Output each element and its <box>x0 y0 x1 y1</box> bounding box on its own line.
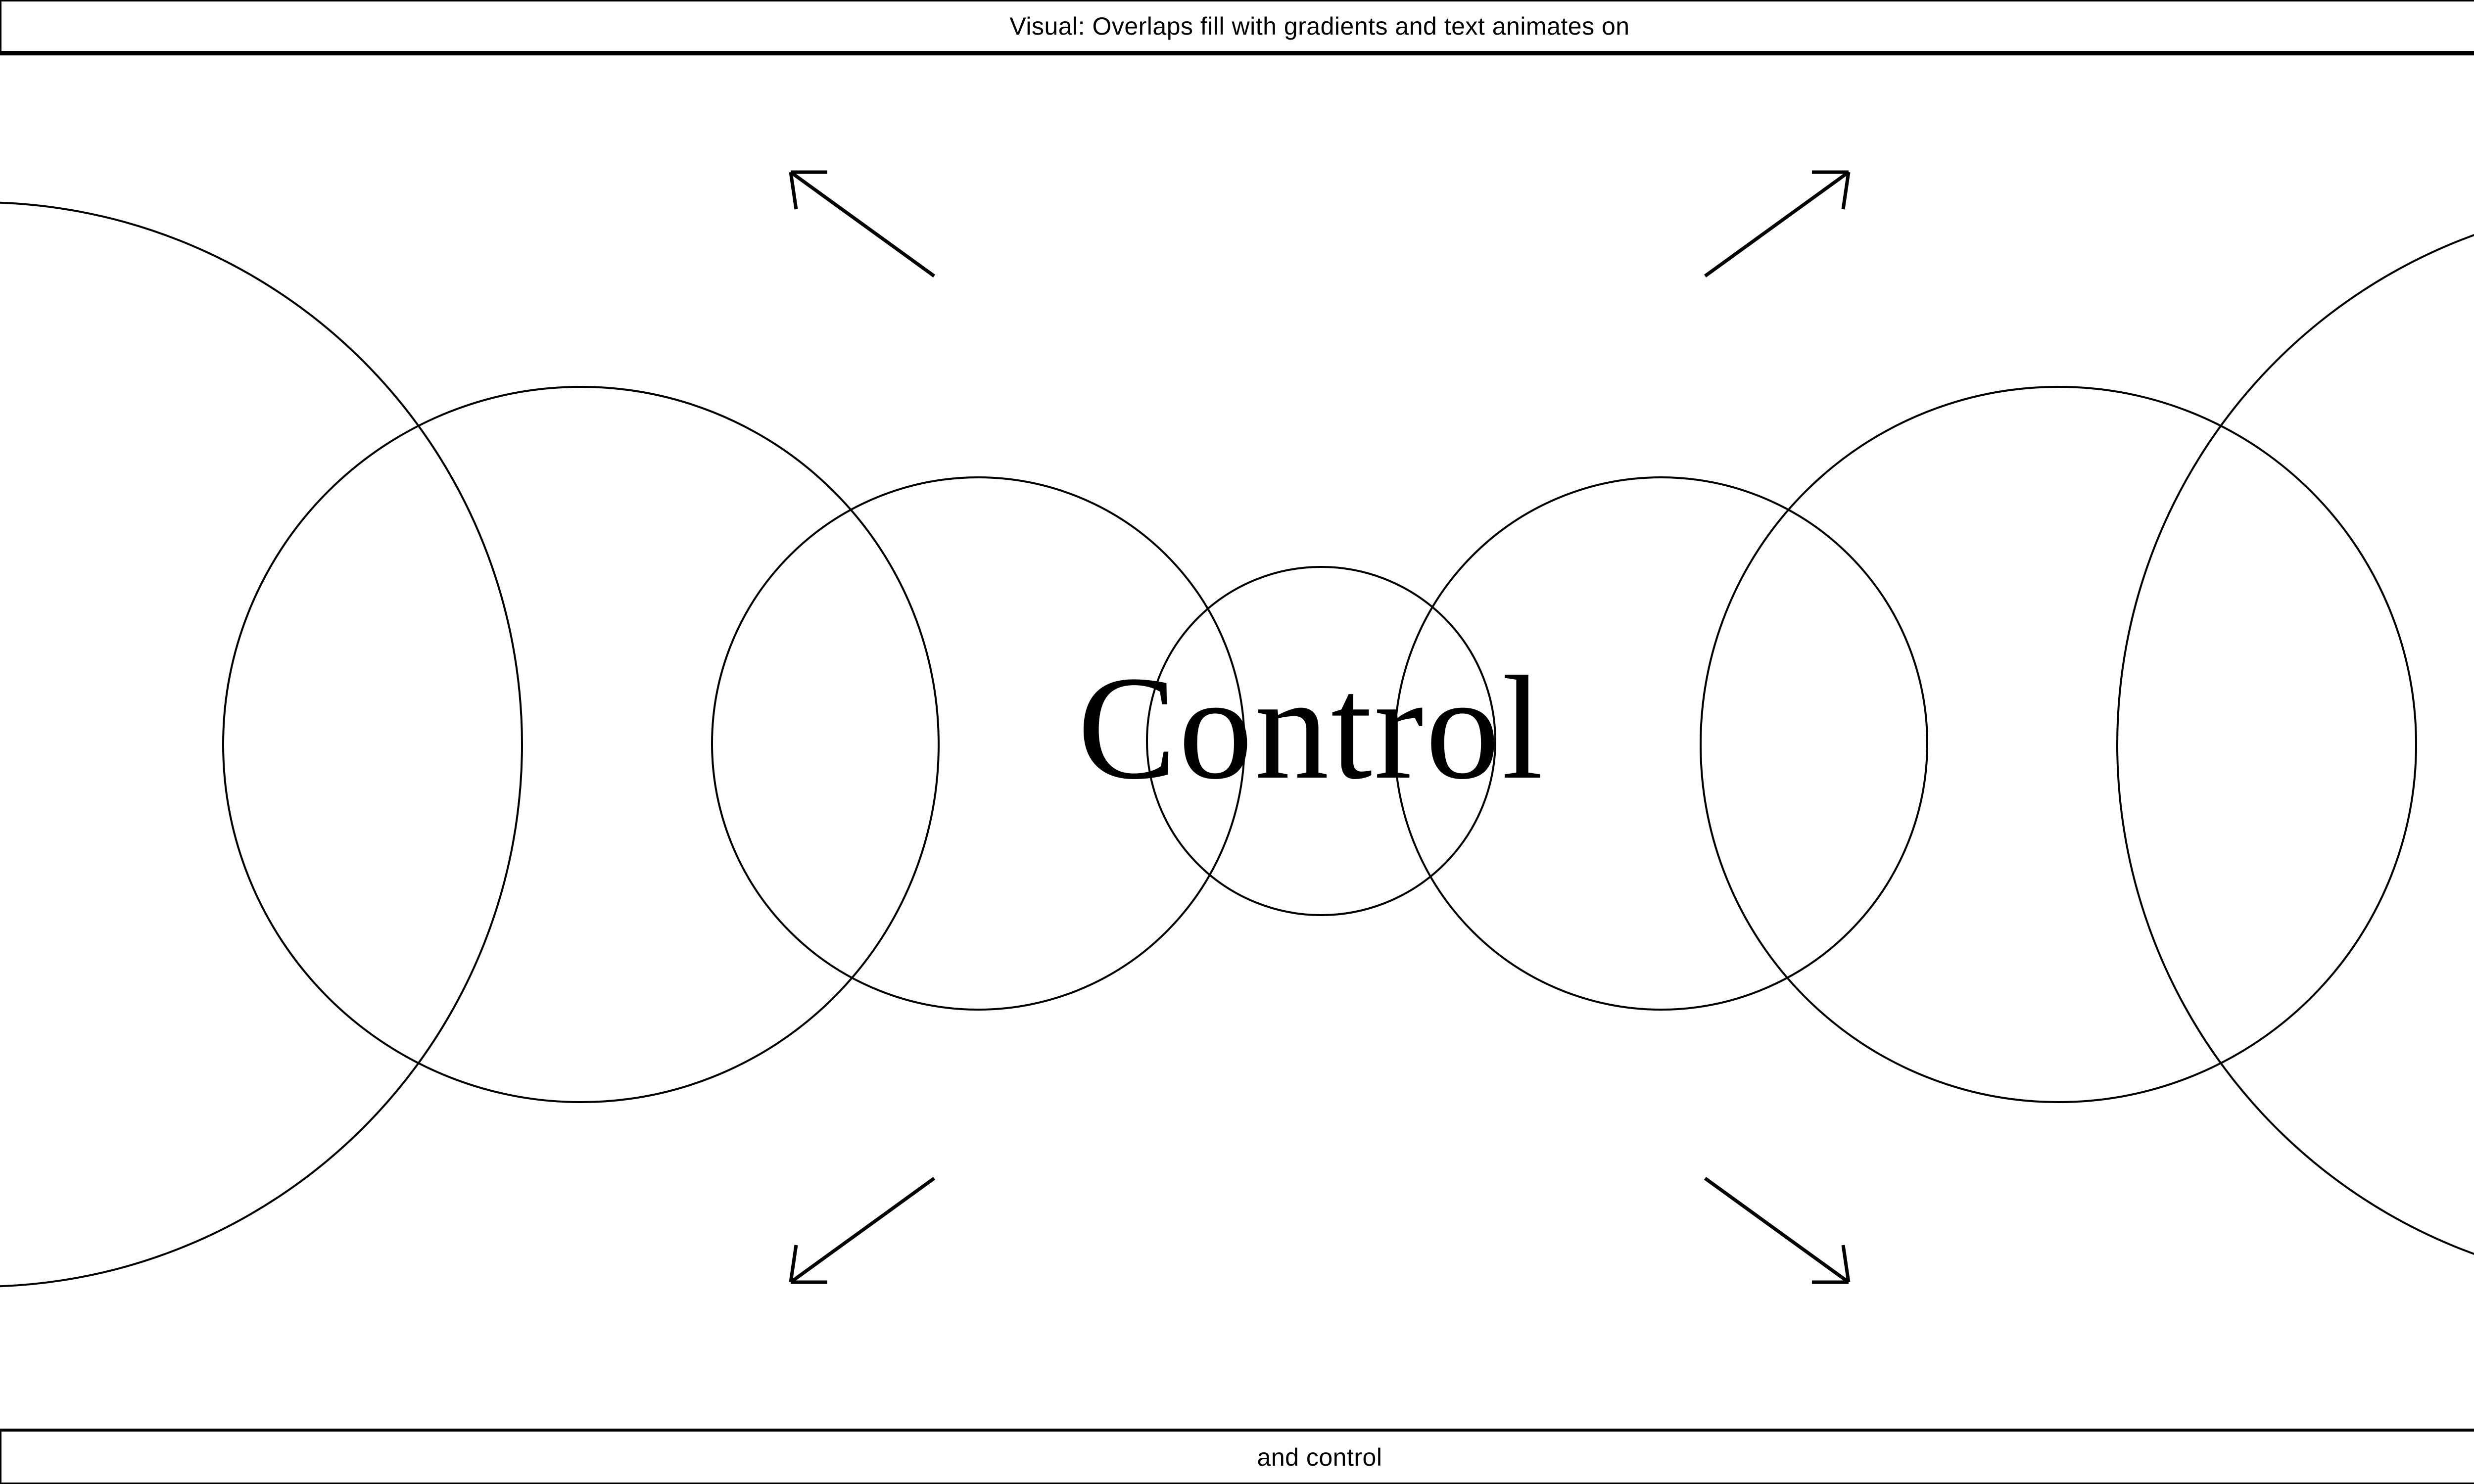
circle-outline-far-right <box>2116 234 2474 1255</box>
footer-label: and control <box>1257 1443 1382 1471</box>
circle-outline-far-left <box>0 202 523 1287</box>
arrow-bottom-right-icon <box>1704 1177 1851 1284</box>
arrow-top-right-icon <box>1704 170 1851 278</box>
circle-outline-right-large <box>1700 386 2417 1103</box>
circle-outline-left-large <box>222 386 940 1103</box>
header-title: Visual: Overlaps fill with gradients and… <box>1009 12 1630 40</box>
circle-outline-right-medium <box>1394 476 1928 1011</box>
arrow-bottom-left-icon <box>789 1177 936 1284</box>
arrow-top-left-icon <box>789 170 936 278</box>
circle-outline-left-medium <box>711 476 1245 1011</box>
circle-outline-center <box>1146 566 1496 916</box>
footer-bar: and control <box>0 1429 2474 1484</box>
header-bar: Visual: Overlaps fill with gradients and… <box>0 0 2474 55</box>
center-label: Control <box>1078 646 1545 810</box>
